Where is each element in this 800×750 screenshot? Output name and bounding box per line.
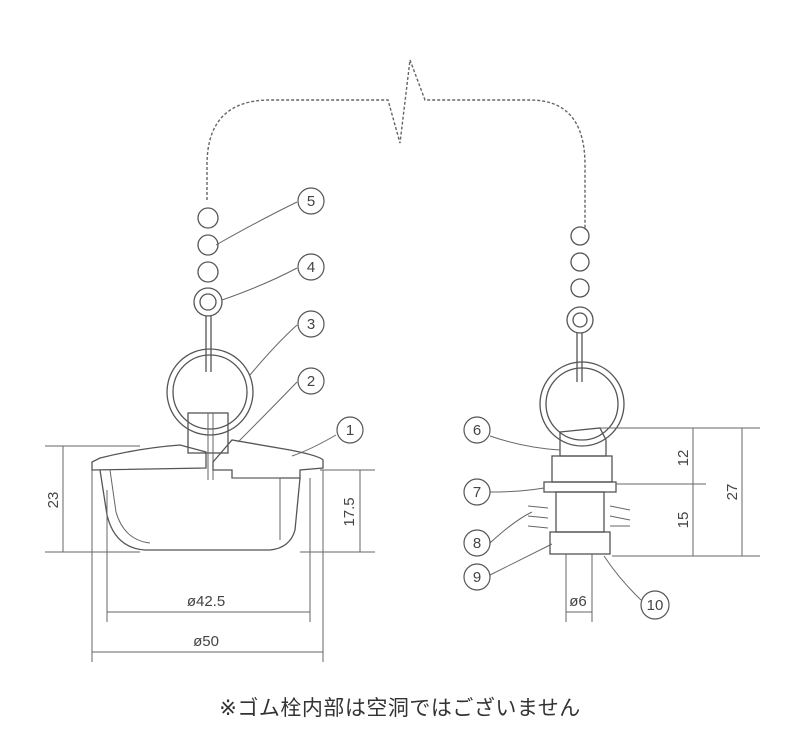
dim-height-12: 12 — [675, 450, 692, 467]
dim-height-17-5: 17.5 — [341, 497, 358, 526]
right-dimension-lines — [600, 427, 760, 557]
footnote: ※ゴム栓内部は空洞ではございません — [219, 696, 581, 720]
left-chain-beads — [193, 207, 223, 372]
svg-text:3: 3 — [307, 316, 315, 333]
svg-text:4: 4 — [307, 259, 315, 276]
callout-2: 2 — [297, 367, 325, 395]
callout-9: 9 — [463, 563, 491, 591]
right-chain-beads — [566, 226, 594, 382]
callout-1: 1 — [336, 416, 364, 444]
callout-4: 4 — [297, 253, 325, 281]
svg-text:5: 5 — [307, 193, 315, 210]
svg-text:2: 2 — [307, 373, 315, 390]
dim-height-27: 27 — [724, 484, 741, 501]
svg-text:8: 8 — [473, 535, 481, 552]
dim-diameter-42-5: ø42.5 — [187, 593, 225, 610]
callout-5: 5 — [297, 187, 325, 215]
callout-3: 3 — [297, 310, 325, 338]
callout-10: 10 — [640, 590, 670, 620]
svg-text:10: 10 — [647, 597, 664, 614]
svg-text:6: 6 — [473, 422, 481, 439]
left-stopper — [91, 348, 324, 551]
callout-6: 6 — [463, 416, 491, 444]
svg-text:1: 1 — [346, 422, 354, 439]
svg-text:7: 7 — [473, 484, 481, 501]
callout-7: 7 — [463, 478, 491, 506]
right-stopper — [527, 361, 631, 622]
svg-text:9: 9 — [473, 569, 481, 586]
callout-8: 8 — [463, 529, 491, 557]
left-dimension-lines — [45, 445, 375, 662]
dim-height-23: 23 — [45, 492, 62, 509]
dim-diameter-6: ø6 — [569, 593, 587, 610]
leader-lines — [215, 201, 642, 601]
dim-diameter-50: ø50 — [193, 633, 219, 650]
chain-dashed-line — [206, 59, 586, 230]
dim-height-15: 15 — [675, 512, 692, 529]
